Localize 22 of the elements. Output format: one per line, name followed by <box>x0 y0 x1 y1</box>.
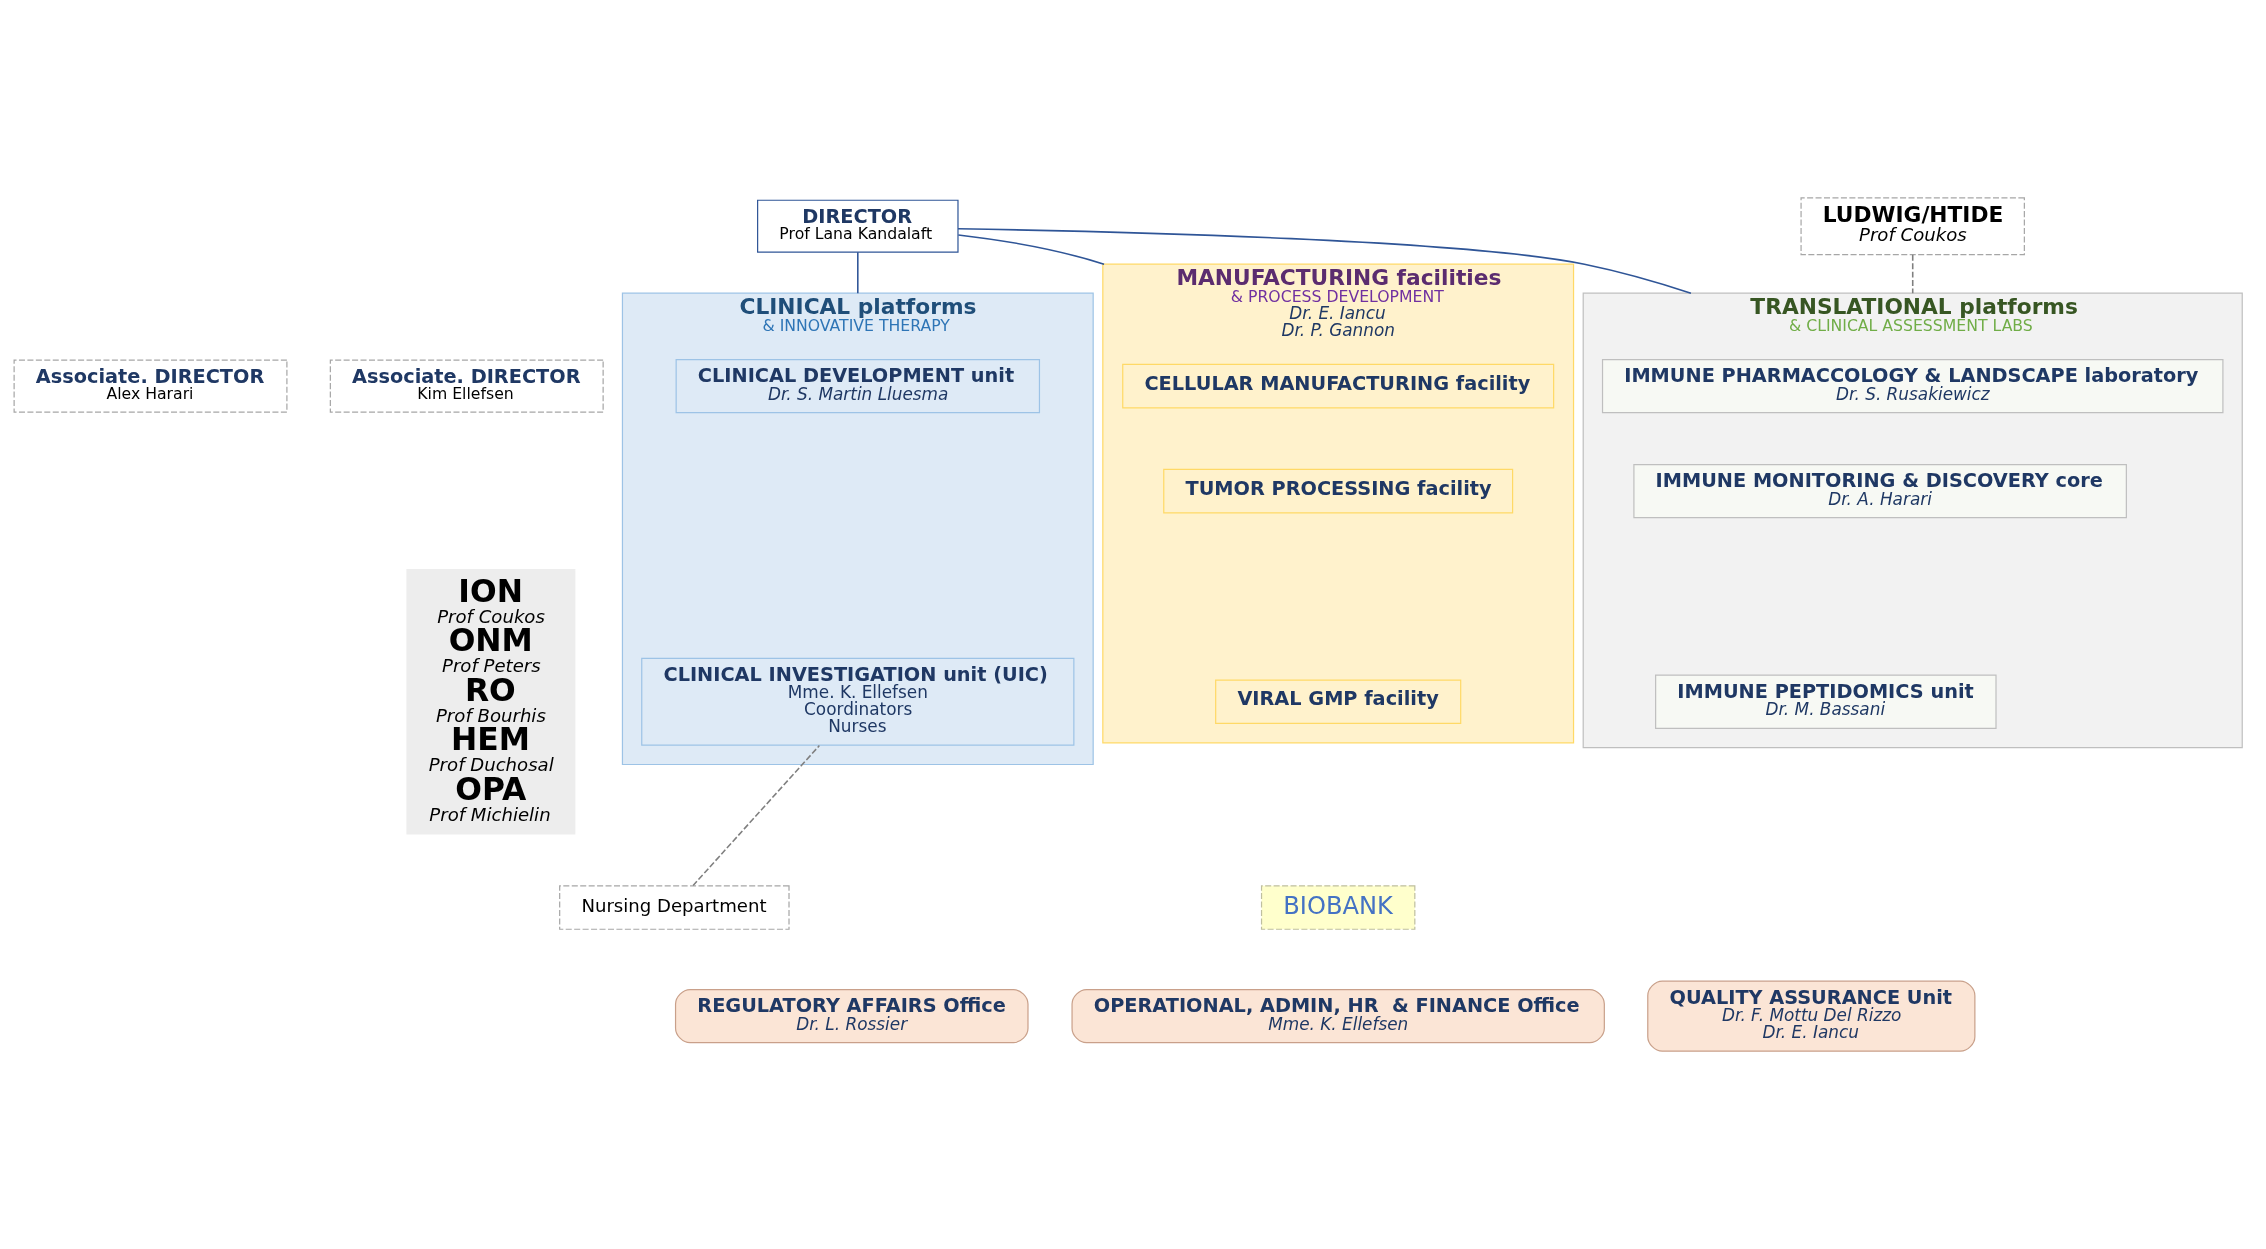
node-box: CLINICAL DEVELOPMENT unit Dr. S. Martin Lluesma <box>675 358 1041 414</box>
node-box: QUALITY ASSURANCE Unit Dr. F. Mottu Del Rizzo Dr. E. Iancu <box>1647 980 1976 1052</box>
node-box: DIRECTOR Prof Lana Kandalaft <box>757 199 959 253</box>
node-box: IMMUNE PHARMACCOLOGY & LANDSCAPE laboratory Dr. S. Rusakiewicz <box>1601 358 2224 414</box>
node-box: VIRAL GMP facility <box>1215 679 1462 725</box>
connector <box>857 251 859 294</box>
node-box: IMMUNE PEPTIDOMICS unit Dr. M. Bassani <box>1655 674 1997 729</box>
node-box: LUDWIG/HTIDE Prof Coukos <box>1800 197 2025 256</box>
node-box: OPERATIONAL, ADMIN, HR & FINANCE Office Mme. K. Ellefsen <box>1071 989 1605 1044</box>
connector <box>1911 254 1914 294</box>
node-box: CELLULAR MANUFACTURING facility <box>1122 363 1555 409</box>
node-box: REGULATORY AFFAIRS Office Dr. L. Rossier <box>674 989 1029 1044</box>
node-box: IMMUNE MONITORING & DISCOVERY core Dr. A. Harari <box>1633 463 2127 519</box>
connector <box>957 227 1692 294</box>
node-box: Nursing Department <box>559 885 790 930</box>
node-box: CLINICAL INVESTIGATION unit (UIC) Mme. K. Ellefsen Coordinators Nurses <box>641 657 1075 746</box>
node-box: TUMOR PROCESSING facility <box>1163 468 1514 514</box>
node-box: Associate. DIRECTOR Kim Ellefsen <box>329 359 604 413</box>
connector <box>692 744 821 887</box>
connector <box>957 234 1105 265</box>
node-box: Associate. DIRECTOR Alex Harari <box>13 359 288 413</box>
node-box: BIOBANK <box>1260 885 1416 930</box>
